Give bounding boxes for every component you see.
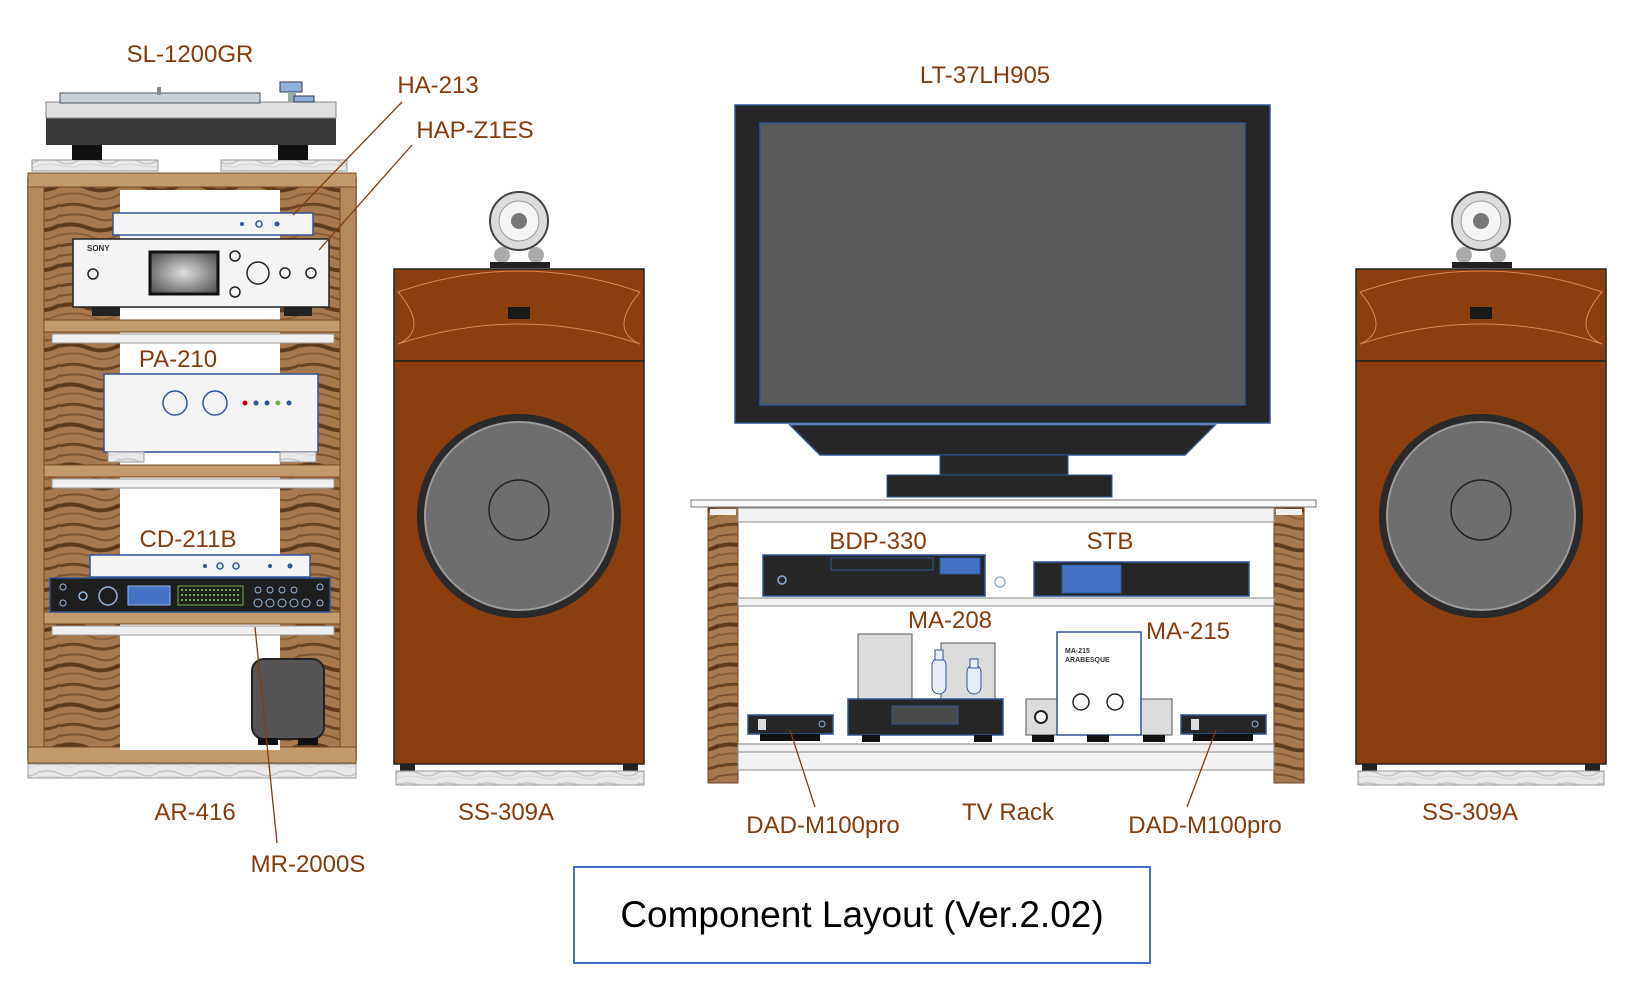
bd-player [762,554,1006,597]
title-box: Component Layout (Ver.2.02) [573,866,1151,964]
led-dot [193,599,195,601]
label-headphone-amp: HA-213 [397,72,479,99]
label-stb: STB [1086,528,1134,555]
diagram-title: Component Layout (Ver.2.02) [620,894,1104,935]
led-dot [237,599,239,601]
label-amp-215: MA-215 [1145,618,1231,645]
led-dot [185,589,187,591]
leader-mr-2000s [254,626,278,844]
leader-hap-z1es [318,144,413,251]
led-dot [229,594,231,596]
ma215-plate-name: ARABESQUE [1065,657,1110,664]
label-amp-208: MA-208 [907,607,993,634]
recorder [49,577,331,613]
label-audio-rack: AR-416 [154,799,236,826]
label-recorder: MR-2000S [250,851,366,878]
led-dot [209,594,211,596]
led-dot [209,589,211,591]
led-dot [217,589,219,591]
led-dot [213,594,215,596]
label-tv-rack: TV Rack [961,799,1055,826]
set-top-box [1033,561,1250,597]
led-dot [225,594,227,596]
led-dot [205,594,207,596]
led-dot [233,599,235,601]
led-dot [229,599,231,601]
led-dot [181,589,183,591]
headphone-amp [112,212,314,236]
television [734,104,1271,498]
label-speaker-right: SS-309A [1421,799,1519,826]
led-dot [189,589,191,591]
label-preamp: PA-210 [138,346,218,373]
speaker-left [393,191,645,786]
led-dot [221,599,223,601]
speaker-right [1355,191,1607,786]
preamp [103,373,319,463]
led-dot [197,594,199,596]
led-dot [237,589,239,591]
led-dot [209,599,211,601]
ma215-plate-model: MA-215 [1065,648,1090,655]
subwoofer [251,658,325,745]
led-dot [197,589,199,591]
led-dot [189,599,191,601]
label-turntable: SL-1200GR [126,41,254,68]
label-bd-player: BDP-330 [829,528,927,555]
leader-dac-right [1186,729,1217,808]
turntable [31,81,348,172]
led-dot [205,599,207,601]
tube-amp-215 [1025,631,1173,742]
led-dot [217,594,219,596]
led-dot [221,594,223,596]
led-dot [189,594,191,596]
led-dot [201,589,203,591]
led-dot [217,599,219,601]
tv-rack [690,499,1317,784]
dac-left [747,714,834,741]
led-dot [181,599,183,601]
leader-dac-left [789,729,816,808]
label-dac-left: DAD-M100pro [746,812,900,839]
led-dot [229,589,231,591]
dac-right [1180,714,1267,741]
tube-amp-208 [847,633,1004,742]
led-dot [193,589,195,591]
leader-ha-213 [292,101,403,216]
level-meter-leds [181,589,239,601]
leader-lines [254,101,1217,844]
label-network-player: HAP-Z1ES [416,117,534,144]
label-speaker-left: SS-309A [457,799,555,826]
led-dot [205,589,207,591]
led-dot [181,594,183,596]
led-dot [225,599,227,601]
sony-logo: SONY [87,244,110,253]
cd-player [89,554,311,578]
label-television: LT-37LH905 [919,62,1051,89]
led-dot [233,589,235,591]
led-dot [193,594,195,596]
led-dot [201,594,203,596]
label-cd-player: CD-211B [139,526,237,553]
led-dot [221,589,223,591]
led-dot [185,599,187,601]
label-dac-right: DAD-M100pro [1128,812,1282,839]
led-dot [213,599,215,601]
led-dot [201,599,203,601]
led-dot [233,594,235,596]
led-dot [213,589,215,591]
led-dot [185,594,187,596]
led-dot [225,589,227,591]
led-dot [237,594,239,596]
network-player [72,238,330,316]
led-dot [197,599,199,601]
